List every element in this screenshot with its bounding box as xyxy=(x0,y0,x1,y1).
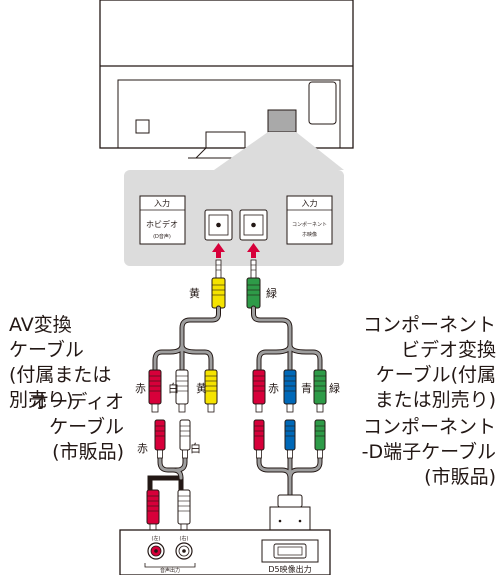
left-jack-line2: ホビデオ xyxy=(146,219,178,229)
audio-out-label: 音声出力 xyxy=(160,567,180,574)
jack-right xyxy=(239,209,268,241)
d-cable-line3: (市販品) xyxy=(424,466,496,488)
source-device: (左) (右) 音声出力 D5映像出力 xyxy=(119,529,331,575)
av-cable-line2: ケーブル xyxy=(9,338,84,361)
audio-cable-line3: (市販品) xyxy=(52,441,124,463)
right-jack-line3: ホ映像 xyxy=(302,231,317,238)
input-panel: 入力 ホビデオ (D音声) 入力 コンポーネント ホ映像 xyxy=(124,170,344,266)
plug-comp-red xyxy=(252,369,266,413)
d-cable-line2: -D端子ケーブル xyxy=(362,440,496,463)
right-jack-line2: コンポーネント xyxy=(292,221,327,228)
left-jack-label-box xyxy=(139,195,186,245)
plug-d-blue xyxy=(284,419,296,459)
audio-cable-caption: オーディオ ケーブル (市販品) xyxy=(30,391,124,463)
label-right-blue: 青 xyxy=(301,382,312,395)
component-conv-caption: コンポーネント ビデオ変換 ケーブル(付属 または別売り) xyxy=(363,314,496,411)
av-cable-caption: AV変換 ケーブル (付属または 別売り) xyxy=(9,314,111,411)
component-conv-line2: ビデオ変換 xyxy=(401,339,496,361)
tv-input-area xyxy=(267,109,297,133)
av-cable-line4: 別売り) xyxy=(9,389,73,411)
plug-comp-blue xyxy=(283,369,297,413)
right-jack-line1: 入力 xyxy=(302,198,318,208)
audio-cable-line2: ケーブル xyxy=(49,415,124,438)
plug-audio-red-lower xyxy=(146,489,160,533)
component-conv-line4: または別売り) xyxy=(375,389,496,411)
plug-av-white xyxy=(175,369,189,413)
plug-d-green xyxy=(314,419,326,459)
av-cable-line1: AV変換 xyxy=(9,314,72,336)
label-left-white: 白 xyxy=(168,381,179,395)
green-plug-label: 緑 xyxy=(266,286,277,300)
callout-wedge xyxy=(214,132,344,170)
plug-d-red xyxy=(253,419,265,459)
label-right-red: 赤 xyxy=(268,382,279,395)
right-jack-label-box xyxy=(286,195,333,245)
audio-cable-line1: オーディオ xyxy=(30,391,124,413)
label-left-red: 赤 xyxy=(135,382,146,395)
label-right-green: 緑 xyxy=(329,381,340,395)
audio-right-ch-label: (右) xyxy=(180,535,189,542)
arrow-right xyxy=(247,243,260,258)
av-cable-line3: (付属または xyxy=(9,364,111,386)
jack-left xyxy=(204,209,233,241)
component-conv-line3: ケーブル(付属 xyxy=(376,363,496,386)
arrow-left xyxy=(212,243,225,258)
component-conv-line1: コンポーネント xyxy=(363,314,496,336)
plug-audio-white-upper xyxy=(179,419,191,459)
audio-left-ch-label: (左) xyxy=(152,535,161,542)
d5-out-label: D5映像出力 xyxy=(268,564,311,574)
plug-av-red xyxy=(148,369,162,413)
green-top-plug xyxy=(246,259,261,309)
plug-audio-red-upper xyxy=(154,419,166,459)
label-left-yellow: 黄 xyxy=(196,381,207,395)
label-bottom-white: 白 xyxy=(190,441,201,455)
d-cable-caption: コンポーネント -D端子ケーブル (市販品) xyxy=(362,416,496,488)
yellow-top-plug xyxy=(211,259,226,309)
left-jack-line3: (D音声) xyxy=(153,233,171,240)
plug-av-yellow xyxy=(204,369,218,413)
d-cable-line1: コンポーネント xyxy=(363,416,496,438)
yellow-plug-label: 黄 xyxy=(189,286,200,300)
plug-comp-green xyxy=(313,369,327,413)
tv-back xyxy=(99,0,354,159)
left-jack-line1: 入力 xyxy=(154,198,170,208)
label-bottom-red: 赤 xyxy=(137,442,148,455)
rca-plug-rows xyxy=(146,369,327,533)
d5-out-jack xyxy=(261,539,319,563)
plug-audio-white-lower xyxy=(177,489,191,533)
